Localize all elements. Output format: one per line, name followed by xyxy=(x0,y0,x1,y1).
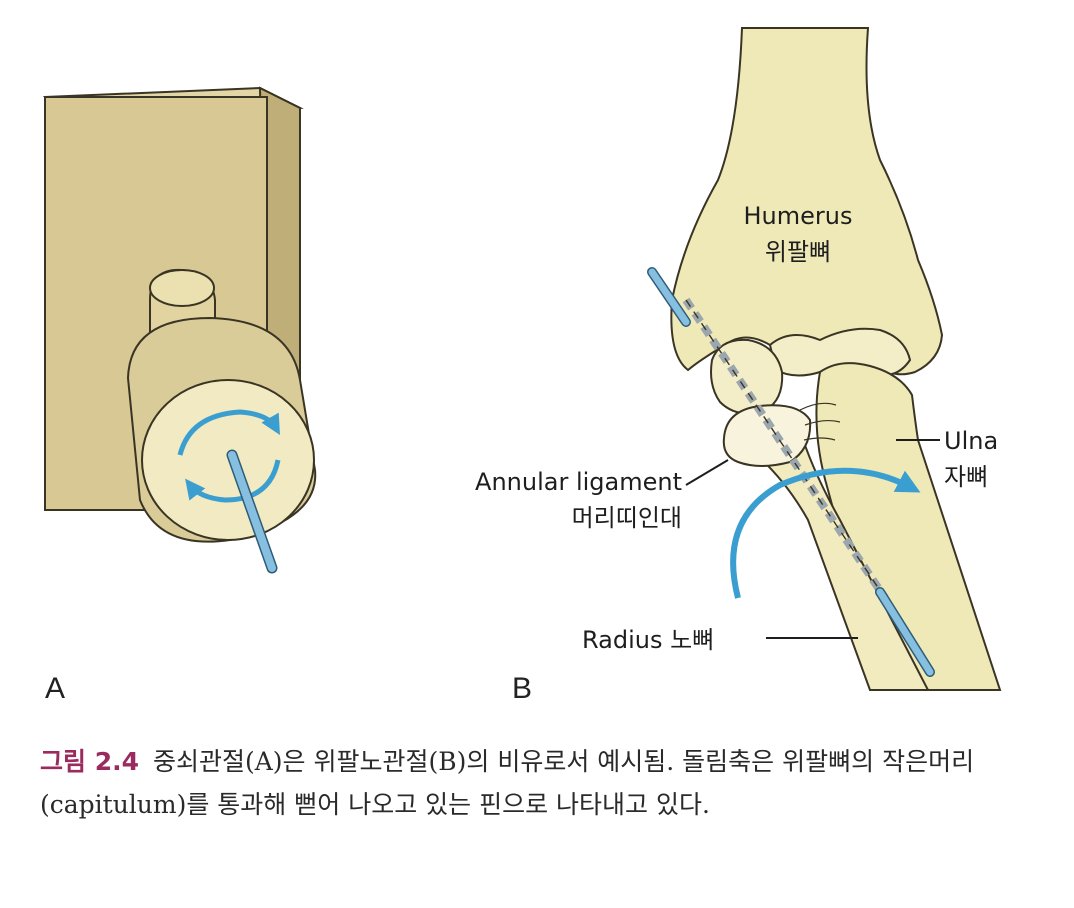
capitulum xyxy=(711,340,782,414)
pivot-joint-model xyxy=(45,88,315,568)
ulna-korean-label: 자뼈 xyxy=(944,461,988,493)
annular-ligament xyxy=(724,405,810,466)
anatomy-figure xyxy=(0,0,1074,720)
annular-ligament-label: Annular ligament xyxy=(430,466,682,498)
ulna-label: Ulna xyxy=(944,425,998,457)
humerus-label: Humerus xyxy=(723,200,873,232)
annular-leader xyxy=(686,460,728,485)
panel-a-letter: A xyxy=(45,672,65,706)
annular-ligament-korean-label: 머리띠인대 xyxy=(430,502,682,534)
humerus-korean-label: 위팔뼈 xyxy=(723,236,873,268)
radius-label: Radius 노뼈 xyxy=(582,624,714,656)
caption-label: 그림 2.4 xyxy=(40,747,139,776)
elbow-illustration xyxy=(652,28,1000,690)
caption-text: 중쇠관절(A)은 위팔노관절(B)의 비유로서 예시됨. 돌림축은 위팔뼈의 작… xyxy=(40,747,974,819)
panel-b-letter: B xyxy=(512,672,532,706)
